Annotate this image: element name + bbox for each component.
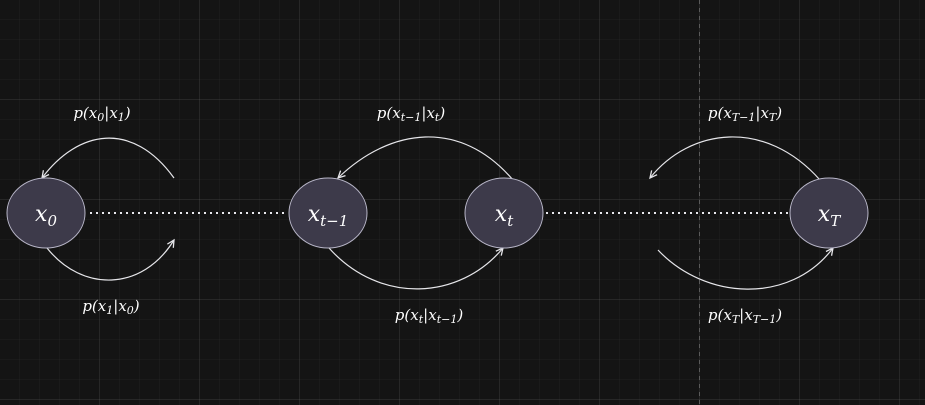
- node-x-t: xt: [464, 177, 544, 249]
- label-reverse-xT: p(xT−1|xT): [708, 104, 782, 124]
- node-x-t-minus-1: xt−1: [288, 177, 368, 249]
- svg-text:x0: x0: [35, 202, 57, 230]
- svg-text:xt−1: xt−1: [308, 202, 349, 230]
- arrow-reverse-xT-to-xTm1: [649, 136, 821, 181]
- node-x0: x0: [6, 177, 86, 249]
- arrow-forward-xTm1-to-xT: [657, 246, 834, 290]
- arrow-forward-x0-to-x1: [46, 238, 175, 281]
- label-forward-xt: p(xt|xt−1): [395, 306, 464, 326]
- label-forward-xT: p(xT|xT−1): [708, 306, 782, 326]
- label-reverse-x0: p(x0|x1): [73, 104, 130, 124]
- svg-text:xT: xT: [818, 202, 841, 230]
- svg-text:xt: xt: [495, 202, 514, 230]
- arrow-reverse-x1-to-x0: [41, 137, 175, 180]
- label-forward-x0: p(x1|x0): [82, 297, 139, 317]
- label-reverse-xt: p(xt−1|xt): [377, 104, 446, 124]
- arrow-reverse-xt-to-xtm1: [336, 136, 514, 181]
- node-x-T: xT: [789, 177, 869, 249]
- arrow-forward-xtm1-to-xt: [328, 246, 504, 290]
